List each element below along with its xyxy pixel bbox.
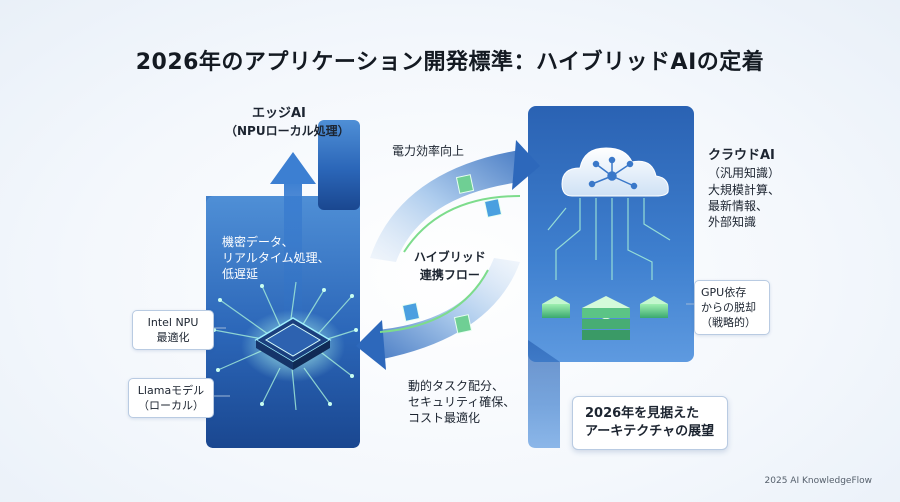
callout-gpu-line: （戦略的） bbox=[701, 316, 756, 329]
flow-top-label: 電力効率向上 bbox=[392, 144, 465, 158]
flow-bottom-label: 動的タスク配分、 セキュリティ確保、 コスト最適化 bbox=[408, 378, 515, 426]
cloud-description-line: 最新情報、 bbox=[708, 199, 769, 213]
callout-gpu-line: からの脱却 bbox=[701, 301, 756, 314]
cloud-subheading: （汎用知識） bbox=[708, 166, 781, 180]
edge-description: 機密データ、 リアルタイム処理、 低遅延 bbox=[222, 234, 330, 282]
cloud-traces bbox=[547, 198, 671, 280]
edge-description-line: リアルタイム処理、 bbox=[222, 251, 330, 265]
flow-bottom-line: 動的タスク配分、 bbox=[408, 379, 505, 393]
callout-llama-line: （ローカル） bbox=[138, 399, 204, 412]
callout-intel-npu: Intel NPU 最適化 bbox=[132, 310, 214, 350]
page-title: 2026年のアプリケーション開発標準：ハイブリッドAIの定着 bbox=[135, 50, 765, 75]
data-card-icon bbox=[401, 174, 503, 334]
flow-center-line: ハイブリッド bbox=[414, 250, 486, 264]
credit: 2025 AI KnowledgeFlow bbox=[764, 476, 872, 486]
callout-gpu-line: GPU依存 bbox=[701, 286, 747, 299]
cloud-description: 大規模計算、 最新情報、 外部知識 bbox=[708, 182, 780, 230]
edge-description-line: 機密データ、 bbox=[222, 235, 294, 249]
callout-llama-line: Llamaモデル bbox=[137, 384, 205, 397]
flow-bottom-line: セキュリティ確保、 bbox=[408, 395, 516, 409]
outlook-box: 2026年を見据えた アーキテクチャの展望 bbox=[572, 396, 728, 450]
edge-description-line: 低遅延 bbox=[222, 267, 259, 281]
callout-llama-model: Llamaモデル （ローカル） bbox=[128, 378, 214, 418]
flow-center-label: ハイブリッド 連携フロー bbox=[414, 248, 486, 284]
arrow-up-icon bbox=[270, 152, 316, 330]
server-stack-icon bbox=[542, 296, 668, 340]
edge-heading: エッジAI bbox=[252, 106, 306, 121]
edge-subheading: （NPUローカル処理） bbox=[225, 124, 350, 138]
cloud-description-line: 大規模計算、 bbox=[708, 183, 781, 197]
callout-intel-line: 最適化 bbox=[156, 331, 190, 344]
flow-bottom-line: コスト最適化 bbox=[408, 411, 481, 425]
cloud-heading: クラウドAI bbox=[708, 148, 775, 163]
chip-icon bbox=[241, 310, 345, 382]
outlook-line: アーキテクチャの展望 bbox=[585, 424, 715, 439]
cloud-description-line: 外部知識 bbox=[708, 215, 757, 229]
hybrid-flow-band bbox=[356, 140, 540, 370]
callout-intel-line: Intel NPU bbox=[147, 316, 199, 329]
callout-gpu: GPU依存 からの脱却 （戦略的） bbox=[694, 280, 770, 335]
cloud-network-icon bbox=[561, 147, 669, 197]
flow-center-line: 連携フロー bbox=[419, 268, 480, 282]
outlook-line: 2026年を見据えた bbox=[585, 406, 700, 421]
